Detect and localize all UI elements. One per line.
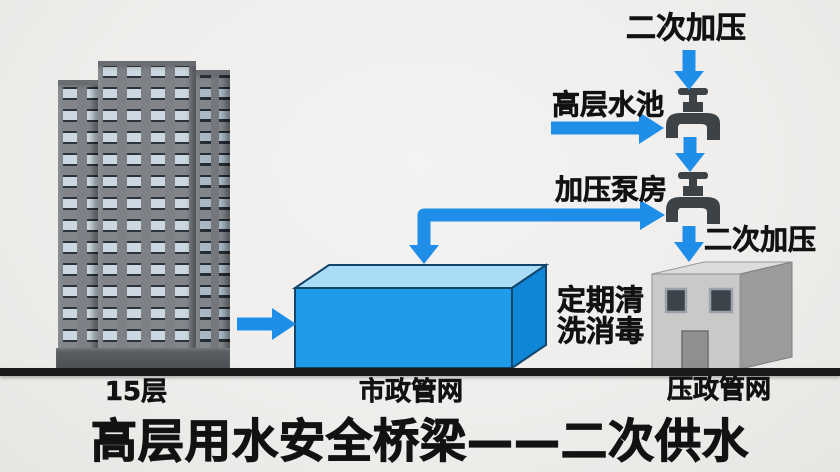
arrow-reservoir-to-pump-icon <box>675 137 705 172</box>
building-main-tower <box>98 61 196 368</box>
building-podium <box>56 348 230 368</box>
house-door-icon <box>681 330 709 370</box>
label-top-secondary-pressure: 二次加压 <box>626 11 747 46</box>
faucet-icon-reservoir <box>666 88 720 140</box>
house-window-icon <box>664 287 688 314</box>
arrow-down-to-reservoir-icon <box>674 50 704 90</box>
label-cleaning-line1: 定期清 <box>557 283 645 317</box>
label-reservoir: 高层水池 <box>551 88 665 121</box>
building-left-wing <box>58 80 98 368</box>
arrow-tank-pump-elbow-icon <box>409 200 665 264</box>
building-right-wing <box>196 70 230 368</box>
label-cleaning: 定期清 洗消毒 <box>557 283 645 349</box>
caption-pressure-network: 压政管网 <box>666 375 772 405</box>
label-secondary-pressure: 二次加压 <box>704 223 817 256</box>
caption-municipal-network: 市政管网 <box>358 377 464 407</box>
arrow-pump-to-house-icon <box>674 226 704 262</box>
highrise-building <box>56 33 230 368</box>
ground-line <box>0 368 840 376</box>
caption-building-floors: 15层 <box>104 377 168 407</box>
arrow-building-to-tank-icon <box>237 308 296 340</box>
arrow-reservoir-right-icon <box>551 112 664 144</box>
faucet-icon-pump <box>666 172 720 224</box>
house-window-icon <box>708 287 734 314</box>
page-title: 高层用水安全桥梁——二次供水 <box>90 413 749 468</box>
pump-house <box>651 261 793 370</box>
label-cleaning-line2: 洗消毒 <box>557 314 645 349</box>
label-pump-room: 加压泵房 <box>554 173 668 206</box>
water-tank <box>291 263 550 370</box>
